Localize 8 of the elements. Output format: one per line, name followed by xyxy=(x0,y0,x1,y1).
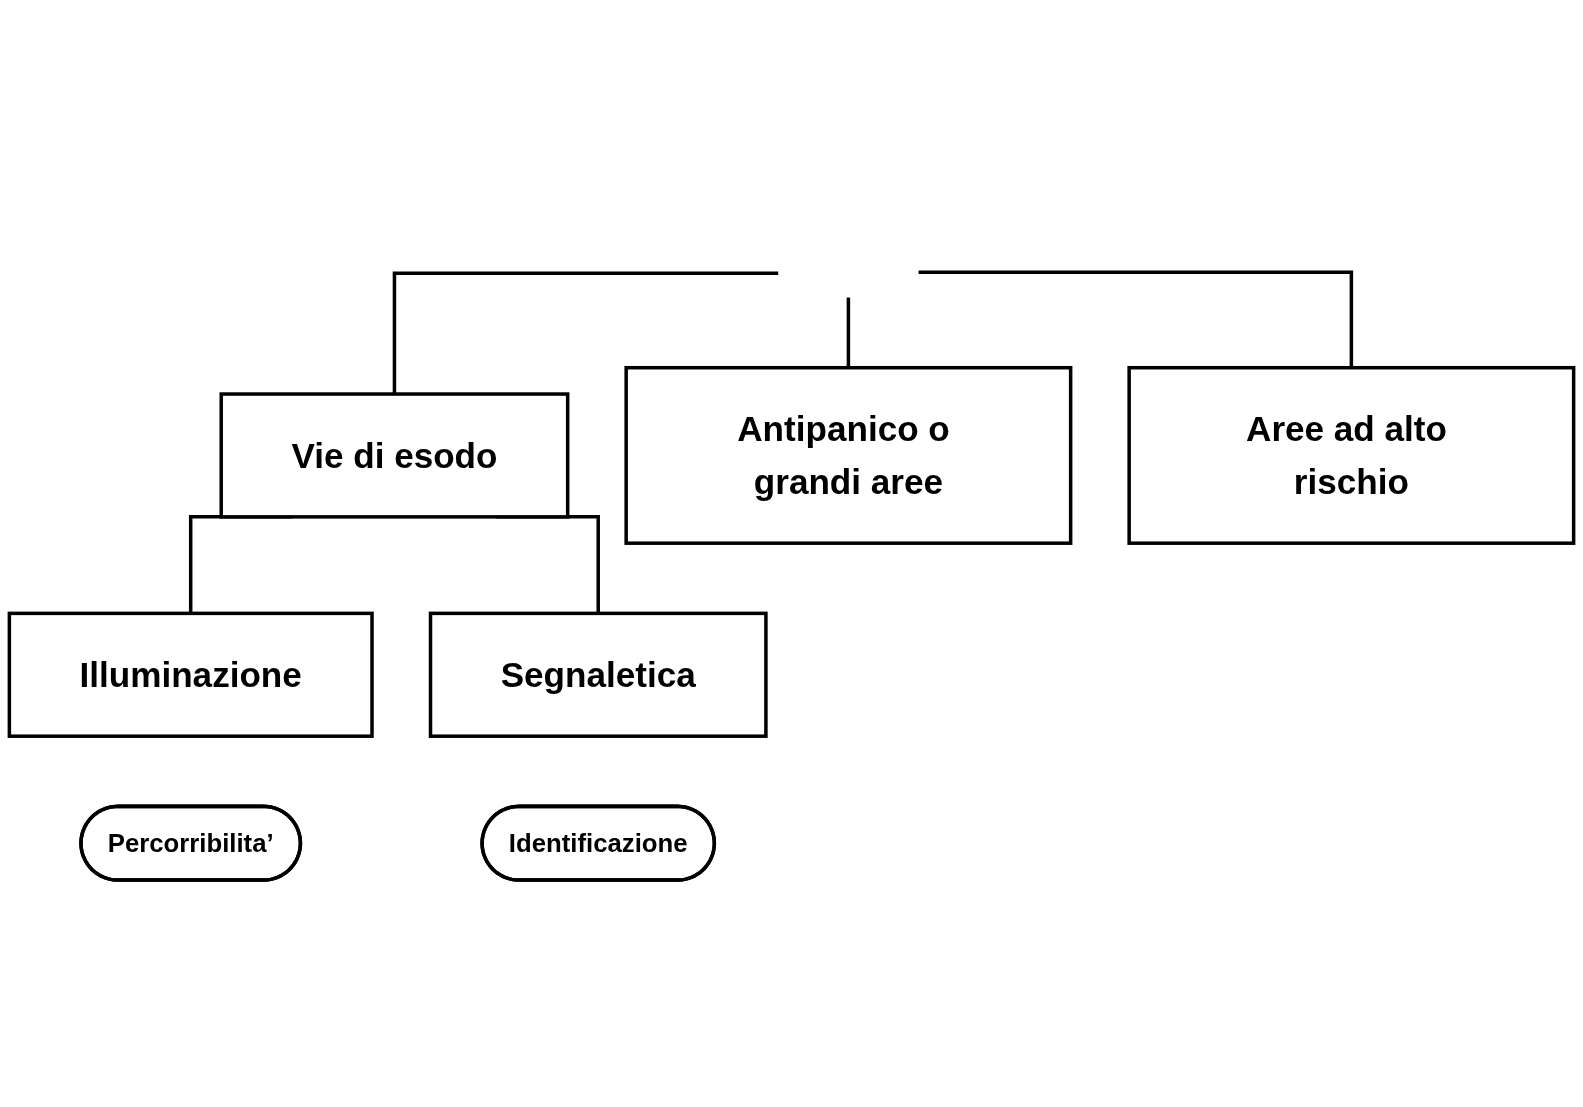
node-box: Antipanico o grandi aree xyxy=(624,365,1073,545)
connector xyxy=(846,295,851,368)
node-box: Vie di esodo xyxy=(219,392,570,519)
node-box: Segnaletica xyxy=(428,611,768,738)
connector xyxy=(918,270,1354,368)
connector xyxy=(392,271,779,394)
node-box: Illuminazione xyxy=(7,611,374,738)
node-box: Aree ad alto rischio xyxy=(1127,365,1576,545)
